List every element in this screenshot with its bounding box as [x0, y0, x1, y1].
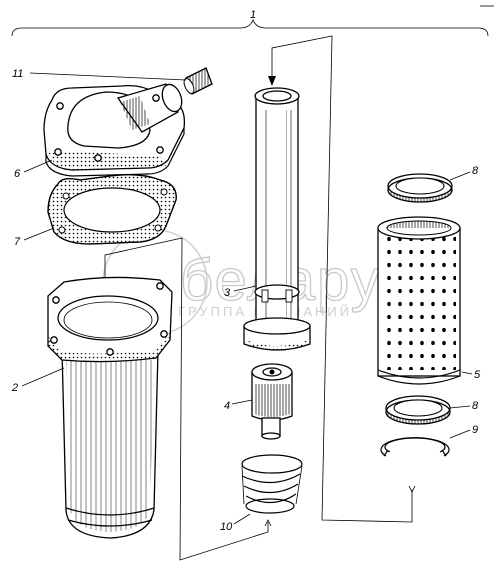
bypass-valve-part: 4	[224, 363, 293, 440]
spring-part: 10	[220, 454, 303, 533]
callout-seal-bottom: 8	[472, 400, 479, 412]
callout-gasket: 7	[14, 236, 21, 248]
callout-element: 5	[474, 369, 481, 381]
cover-gasket-part: 7	[14, 174, 177, 248]
seal-bottom-part: 8	[385, 395, 479, 425]
assembly-bracket: 1	[11, 5, 494, 37]
filter-element-part: 5	[377, 216, 481, 385]
callout-housing: 2	[11, 382, 18, 394]
callout-tube: 3	[224, 287, 231, 299]
seal-top-part: 8	[387, 165, 479, 203]
callout-spring: 10	[220, 521, 233, 533]
callout-plug: 11	[12, 68, 23, 80]
housing-part: 2	[11, 276, 173, 539]
retaining-ring-part: 9	[380, 424, 478, 457]
center-tube-part: 3	[224, 87, 311, 351]
cover-part: 6	[14, 83, 186, 180]
callout-valve: 4	[224, 400, 230, 412]
callout-cover: 6	[14, 168, 21, 180]
callout-ring: 9	[472, 424, 478, 436]
plug-part: 11	[12, 67, 213, 95]
callout-seal-top: 8	[472, 165, 479, 177]
callout-assembly: 1	[250, 9, 256, 21]
